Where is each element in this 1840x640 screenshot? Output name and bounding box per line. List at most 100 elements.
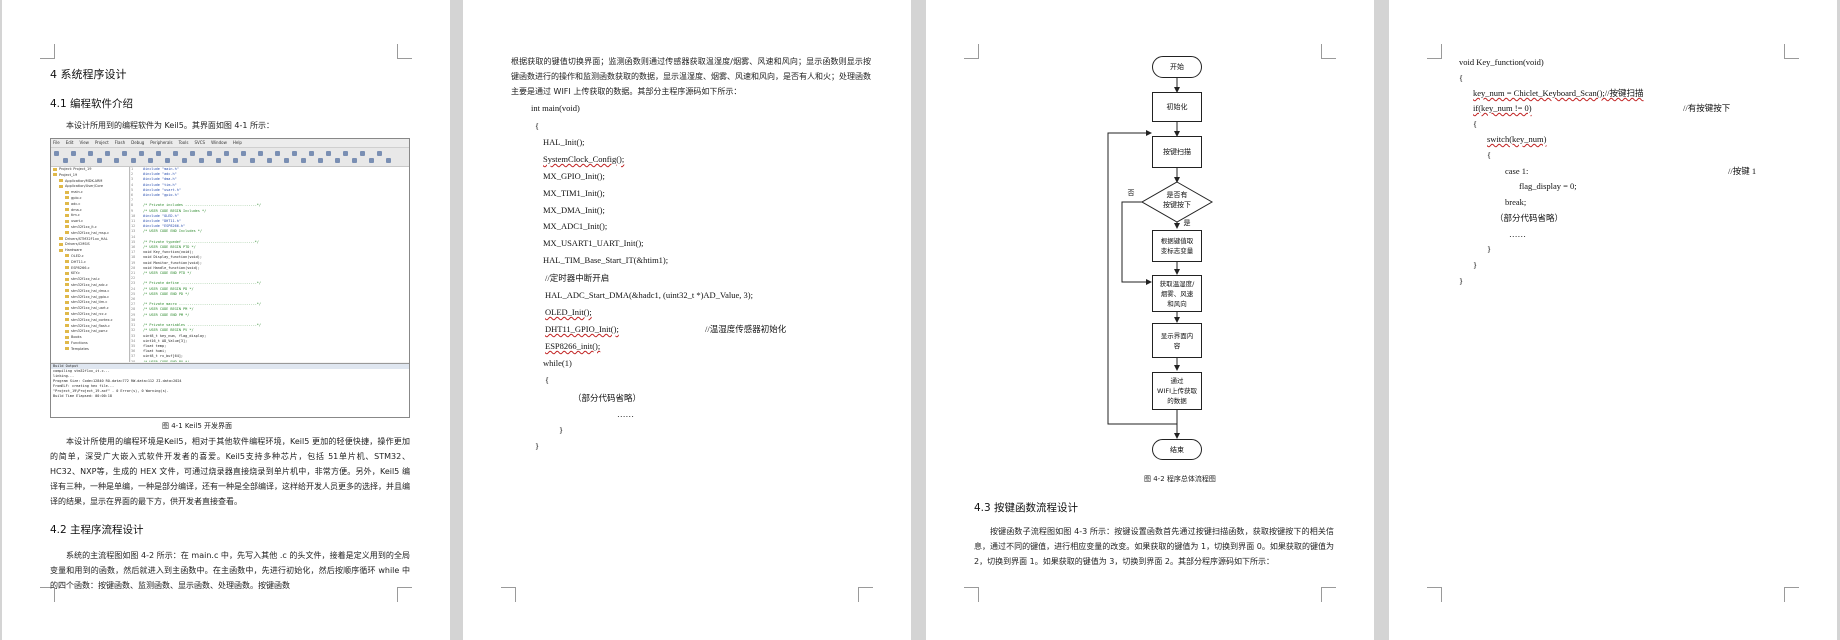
ide-line-number: 24	[131, 286, 136, 291]
ide-code-line: 9/* USER CODE BEGIN Includes */	[131, 209, 409, 214]
paragraph: 本设计所用到的编程软件为 Keil5。其界面如图 4-1 所示：	[66, 121, 274, 130]
ide-tree-item: ESP8266.c	[51, 266, 129, 272]
code-line: flag_display = 0;	[1519, 181, 1577, 191]
ide-line-number: 1	[131, 167, 134, 171]
ide-tree-item: stm32f1xx_hal_adc.c	[51, 283, 129, 289]
code-line: {	[545, 375, 550, 385]
ide-tree-item: Drivers/CMSIS	[51, 242, 129, 248]
ide-menu-item: Window	[211, 140, 227, 145]
toolbar-button-icon	[224, 151, 229, 156]
ide-tree-item: Functions	[51, 341, 129, 347]
flow-upload: 通过 WIFI上传获取 的数据	[1152, 372, 1202, 410]
ide-line-number: 18	[131, 255, 136, 260]
ide-output-line: FromELF: creating hex file...	[53, 384, 115, 388]
toolbar-button-icon	[190, 151, 195, 156]
ide-code-line: 16/* USER CODE BEGIN PTD */	[131, 245, 409, 250]
toolbar-button-icon	[283, 158, 289, 163]
ide-line-number: 27	[131, 302, 136, 307]
toolbar-button-icon	[351, 158, 357, 163]
crop-mark	[40, 44, 55, 59]
ide-line-number: 2	[131, 172, 134, 177]
ide-menu-item: Tools	[178, 140, 189, 145]
ide-tree-label: tim.c	[71, 213, 80, 218]
ide-menu-item: Edit	[65, 140, 74, 145]
code-line: case 1:	[1505, 166, 1529, 176]
ide-tree-label: Project: Project_19	[59, 167, 92, 171]
ide-line-number: 21	[131, 271, 136, 276]
ide-line-number: 31	[131, 323, 136, 328]
ide-tree-label: stm32f1xx_hal_pwr.c	[71, 329, 108, 334]
ide-tree-item: stm32f1xx_hal_dma.c	[51, 289, 129, 295]
ide-code-line: 2#include "adc.h"	[131, 172, 409, 177]
folder-icon	[65, 213, 69, 217]
toolbar-button-icon	[249, 158, 255, 163]
ide-code-line: 8/* Private includes -------------------…	[131, 203, 409, 208]
ide-tree-label: stm32f1xx_hal_cortex.c	[71, 317, 113, 322]
ide-tree-label: Application/MDK-ARM	[65, 178, 103, 183]
ide-code-line: 27/* Private macro ---------------------…	[131, 302, 409, 307]
ide-code-text: /* Private typedef ---------------------…	[143, 239, 259, 244]
ide-tree-item: main.c	[51, 190, 129, 196]
code-omitted: （部分代码省略）	[573, 393, 642, 403]
ide-code-text: float humi;	[143, 349, 167, 354]
ide-menu-item: Debug	[131, 140, 145, 145]
code-line: }	[1487, 244, 1492, 254]
code-line: MX_GPIO_Init();	[543, 171, 605, 181]
ide-tree-item: dma.c	[51, 208, 129, 214]
ide-code-text: #include "main.h"	[143, 167, 179, 171]
ide-code-text: void Handle_function(void);	[143, 265, 200, 270]
ide-tree-label: stm32f1xx_hal.c	[71, 277, 100, 282]
ide-code-line: 14	[131, 235, 409, 240]
code-line: MX_DMA_Init();	[543, 205, 605, 215]
toolbar-button-icon	[164, 158, 170, 163]
toolbar-button-icon	[275, 151, 280, 156]
ide-tree-item: stm32f1xx_hal_flash.c	[51, 324, 129, 330]
ide-code-text: /* USER CODE END PD */	[143, 291, 190, 296]
ide-tree-label: Drivers/STM32F1xx_HAL	[65, 236, 108, 241]
ide-code-text: #include "tim.h"	[143, 182, 177, 187]
folder-icon	[65, 202, 69, 206]
section-heading-4-1: 4.1 编程软件介绍	[50, 98, 134, 110]
toolbar-button-icon	[343, 151, 348, 156]
ide-code-text: /* USER CODE END PTD */	[143, 271, 192, 276]
ide-tree-label: DHT11.c	[71, 259, 86, 264]
code-line: }	[535, 441, 540, 451]
crop-mark	[397, 44, 412, 59]
ide-code-text: /* USER CODE END Includes */	[143, 229, 203, 234]
ide-line-number: 12	[131, 224, 136, 229]
toolbar-button-icon	[130, 158, 136, 163]
ide-tree-item: Application/User/Core	[51, 184, 129, 190]
crop-mark	[1784, 44, 1799, 59]
folder-icon	[65, 190, 69, 194]
ide-code-editor: 1#include "main.h"2#include "adc.h"3#inc…	[131, 167, 409, 362]
ide-code-line: 1 #include "main.h"	[131, 167, 409, 172]
figure-caption-4-1: 图 4-1 Keil5 开发界面	[162, 422, 232, 430]
code-line: HAL_Init();	[543, 137, 585, 147]
ide-menu-item: SVCS	[194, 140, 206, 145]
toolbar-button-icon	[215, 158, 221, 163]
flow-end: 结束	[1152, 439, 1202, 460]
ide-code-text: uint8_t rx_buf[64];	[143, 354, 184, 359]
paragraph: 按键函数子流程图如图 4-3 所示：按键设置函数首先通过按键扫描函数，获取按键按…	[974, 527, 1334, 566]
crop-mark	[964, 44, 979, 59]
flow-start: 开始	[1152, 56, 1202, 78]
ide-line-number: 5	[131, 187, 134, 192]
figure-caption-4-2: 图 4-2 程序总体流程图	[1144, 475, 1216, 483]
ide-tree-item: tim.c	[51, 213, 129, 219]
ide-menu-item: View	[79, 140, 89, 145]
toolbar-button-icon	[241, 151, 246, 156]
ide-output-line: "Project_19\Project_19.axf" - 0 Error(s)…	[53, 389, 169, 393]
ide-tree-label: stm32f1xx_hal_tim.c	[71, 300, 108, 305]
document-page-4: void Key_function(void) { key_num = Chic…	[1389, 0, 1837, 640]
ide-menu-item: Help	[232, 140, 242, 145]
toolbar-button-icon	[147, 158, 153, 163]
ide-code-line: 31/* Private variables -----------------…	[131, 323, 409, 328]
crop-mark	[397, 587, 412, 602]
folder-icon	[53, 167, 57, 171]
ide-line-number: 10	[131, 213, 136, 218]
